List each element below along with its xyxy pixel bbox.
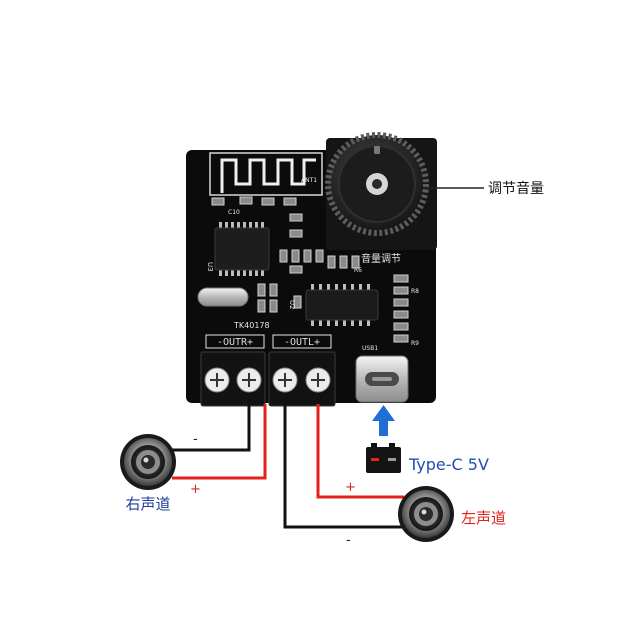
smd-component <box>393 334 409 343</box>
smd-component <box>393 322 409 331</box>
wires-right-channel <box>172 404 267 480</box>
terminal-block-left-channel <box>268 351 336 407</box>
smd-component <box>289 229 303 238</box>
smd-component <box>291 249 300 263</box>
smd-component <box>261 197 275 206</box>
component-label: R9 <box>411 340 419 347</box>
smd-component <box>393 298 409 307</box>
component-label: U3 <box>206 262 214 272</box>
chip-body <box>305 289 379 321</box>
board-model-label: TK40178 <box>233 321 270 330</box>
smd-component <box>393 310 409 319</box>
volume-label: 调节音量 <box>488 180 544 197</box>
out-l-label: -OUTL+ <box>284 337 320 348</box>
wire-negative <box>283 404 402 529</box>
smd-component <box>303 249 312 263</box>
speaker-icon <box>398 486 454 542</box>
wire-positive <box>172 404 267 480</box>
antenna-frame <box>209 152 323 196</box>
smd-component <box>257 299 266 313</box>
left-channel-minus: - <box>346 533 351 548</box>
right-channel-label: 右声道 <box>125 495 170 513</box>
smd-component <box>289 265 303 274</box>
smd-component <box>351 255 360 269</box>
output-labels: -OUTR+ -OUTL+ <box>205 334 332 349</box>
smd-component <box>211 197 225 206</box>
chip-pins <box>311 284 370 326</box>
terminal-block-right-channel <box>200 351 266 407</box>
component-label: USB1 <box>362 345 378 352</box>
out-r-label: -OUTR+ <box>217 337 253 348</box>
wire-negative <box>172 404 251 452</box>
left-channel-plus: + <box>345 480 356 495</box>
knob-silk-label: 音量调节 <box>361 252 401 265</box>
component-label: R6 <box>354 267 362 274</box>
smd-component <box>269 299 278 313</box>
knob-indicator <box>374 146 380 154</box>
terminal-body <box>268 351 336 407</box>
antenna-trace <box>220 158 316 193</box>
speaker-icon <box>120 434 176 490</box>
smd-components <box>211 196 409 343</box>
smd-component <box>239 196 253 205</box>
out-l-label-box <box>272 334 332 349</box>
usb-c-port <box>355 355 409 403</box>
component-label: U2 <box>288 300 296 310</box>
smd-component <box>293 295 302 309</box>
chip-pins <box>219 222 264 276</box>
right-channel-plus: + <box>190 482 201 497</box>
right-channel-minus: - <box>193 432 198 447</box>
antenna-label: ANT1 <box>301 177 317 184</box>
amplifier-board: ANT1 音量调节 <box>186 132 437 407</box>
knob-center <box>372 179 382 189</box>
component-label: C10 <box>228 209 240 216</box>
smd-component <box>269 283 278 297</box>
chip-u2 <box>305 284 379 326</box>
battery-icon <box>366 443 401 473</box>
arrow-up-icon <box>372 405 395 436</box>
smd-component <box>327 255 336 269</box>
smd-component <box>283 197 297 206</box>
smd-component <box>257 283 266 297</box>
wire-positive <box>316 404 404 499</box>
volume-knob-icon: 音量调节 <box>325 132 437 265</box>
smd-component <box>315 249 324 263</box>
wires-left-channel <box>283 404 404 529</box>
chip-u3 <box>214 222 270 276</box>
component-label: R8 <box>411 288 419 295</box>
component-labels: U3 U2 USB1 R8 R9 C10 R6 <box>206 209 419 352</box>
out-r-label-box <box>205 334 265 349</box>
usb-c-tongue <box>372 377 392 381</box>
smd-component <box>393 286 409 295</box>
smd-component <box>279 249 288 263</box>
antenna: ANT1 <box>209 152 323 196</box>
power-label: Type-C 5V <box>408 455 489 474</box>
chip-body <box>214 227 270 271</box>
smd-component <box>393 274 409 283</box>
smd-component <box>289 213 303 222</box>
smd-component <box>339 255 348 269</box>
crystal-oscillator <box>197 287 249 307</box>
left-channel-label: 左声道 <box>461 509 506 527</box>
